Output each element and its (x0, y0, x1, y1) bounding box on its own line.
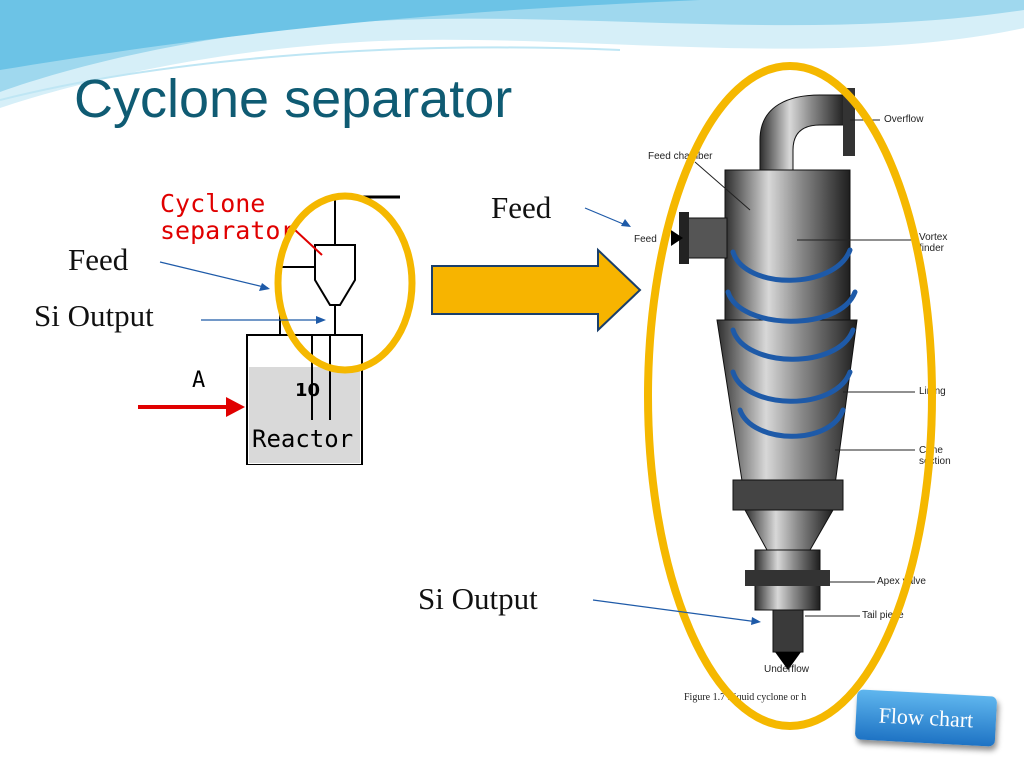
flow-swirls (725, 247, 858, 439)
stream-label: A (192, 368, 206, 393)
overflow-label: Overflow (884, 114, 924, 125)
feed-chamber-label: Feed chamber (648, 151, 713, 162)
feed-left-leader (159, 261, 269, 289)
header-swoosh (0, 0, 1024, 108)
feed-label-right: Feed (491, 190, 552, 225)
apex-valve-label: Apex valve (877, 576, 926, 587)
feed-right-leader (584, 207, 629, 227)
feed-photo-label: Feed (634, 234, 657, 245)
reactor-number: 10 (295, 380, 321, 401)
slide-title: Cyclone separator (74, 69, 513, 129)
si-output-label-left: Si Output (34, 298, 154, 333)
reactor-label: Reactor (252, 425, 354, 453)
figure-caption: Figure 1.7 Liquid cyclone or h (684, 692, 807, 703)
si-output-right-leader (592, 599, 759, 623)
big-right-arrow (431, 247, 642, 333)
highlight-ellipse-small (274, 192, 416, 374)
underflow-label: Underflow (764, 664, 810, 675)
si-output-label-right: Si Output (418, 581, 538, 616)
cyclone-separator-label: Cyclone separator (160, 189, 296, 245)
process-schematic (130, 175, 410, 465)
tail-piece-label: Tail piece (862, 610, 904, 621)
label-pointer (294, 229, 323, 256)
cyclone-symbol (314, 244, 356, 306)
highlight-ellipse-large (644, 62, 936, 730)
flow-chart-button[interactable]: Flow chart (854, 689, 998, 747)
feed-label-left: Feed (68, 242, 129, 277)
